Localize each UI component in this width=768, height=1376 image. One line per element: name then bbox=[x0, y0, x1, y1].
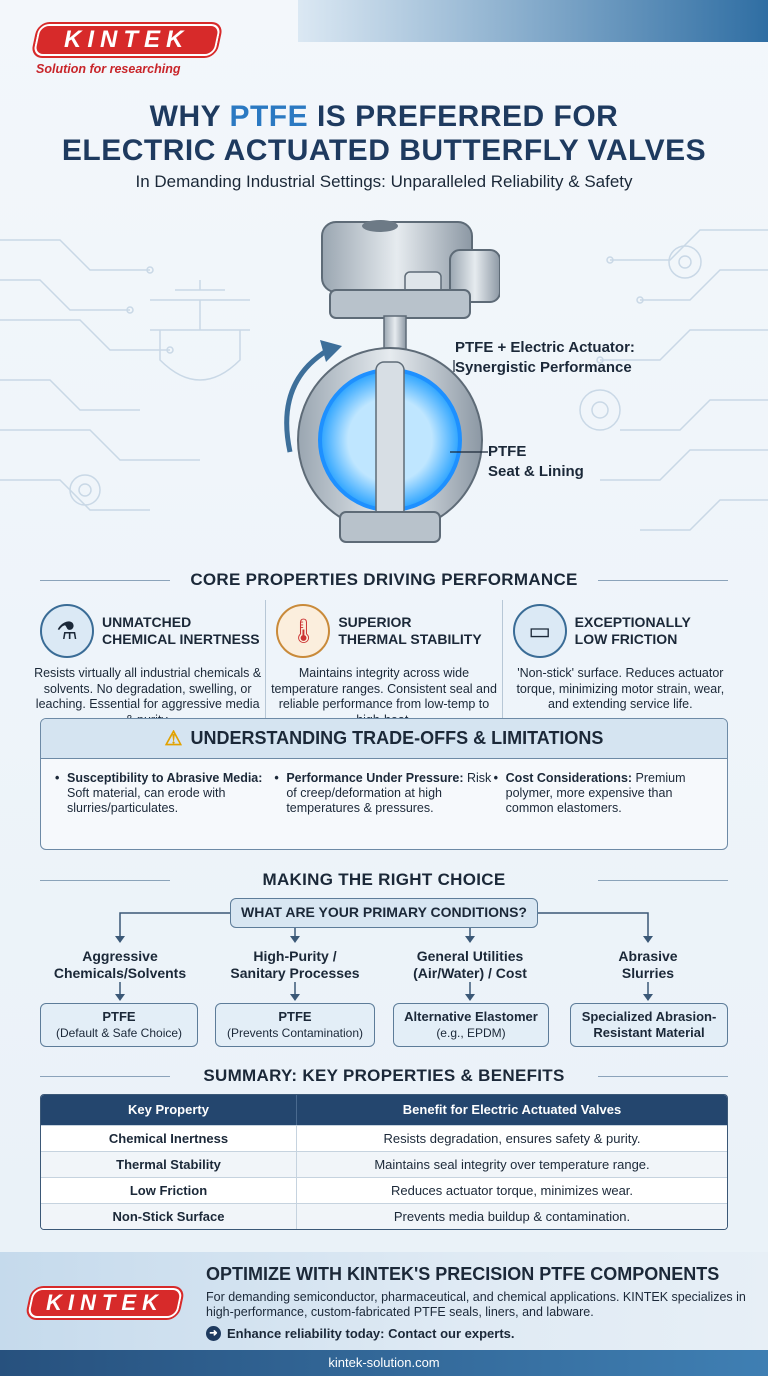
kintek-logo[interactable]: KINTEK Solution for researching bbox=[32, 24, 222, 76]
condition-high-purity: High-Purity /Sanitary Processes bbox=[230, 948, 360, 981]
table-cell: Non-Stick Surface bbox=[41, 1204, 297, 1229]
page-subtitle: In Demanding Industrial Settings: Unpara… bbox=[135, 172, 633, 191]
cta-text: For demanding semiconductor, pharmaceuti… bbox=[206, 1290, 746, 1319]
arrow-right-icon: ➜ bbox=[206, 1326, 221, 1341]
logo-tagline: Solution for researching bbox=[36, 62, 181, 76]
table-cell: Low Friction bbox=[41, 1178, 297, 1203]
circuit-background bbox=[0, 229, 768, 531]
table-cell: Prevents media buildup & contamination. bbox=[393, 1209, 631, 1224]
summary-heading: SUMMARY: KEY PROPERTIES & BENEFITS bbox=[40, 1066, 728, 1086]
logo-wordmark: KINTEK bbox=[46, 1290, 164, 1315]
condition-general-utilities: General Utilities(Air/Water) / Cost bbox=[413, 948, 527, 981]
tradeoffs-heading: ⚠UNDERSTANDING TRADE-OFFS & LIMITATIONS bbox=[41, 719, 727, 759]
warning-icon: ⚠ bbox=[164, 728, 183, 750]
result-ptfe-contamination: PTFE(Prevents Contamination) bbox=[215, 1003, 375, 1047]
summary-table: Key Property Benefit for Electric Actuat… bbox=[40, 1094, 728, 1230]
table-cell: Reduces actuator torque, minimizes wear. bbox=[390, 1183, 634, 1198]
cta-title: OPTIMIZE WITH KINTEK'S PRECISION PTFE CO… bbox=[206, 1264, 720, 1284]
cta-section: KINTEK OPTIMIZE WITH KINTEK'S PRECISION … bbox=[0, 1252, 768, 1350]
column-header: Benefit for Electric Actuated Valves bbox=[402, 1102, 622, 1117]
logo-wordmark: KINTEK bbox=[64, 26, 190, 53]
result-alternative-elastomer: Alternative Elastomer(e.g., EPDM) bbox=[393, 1003, 549, 1047]
table-cell: Resists degradation, ensures safety & pu… bbox=[383, 1131, 641, 1146]
contact-experts-link[interactable]: ➜Enhance reliability today: Contact our … bbox=[206, 1326, 515, 1341]
table-cell: Thermal Stability bbox=[41, 1152, 297, 1177]
table-row: Chemical Inertness Resists degradation, … bbox=[41, 1125, 727, 1151]
cta-kintek-logo[interactable]: KINTEK bbox=[26, 1288, 184, 1318]
table-row: Low Friction Reduces actuator torque, mi… bbox=[41, 1177, 727, 1203]
decision-tree-connectors bbox=[115, 912, 653, 1001]
table-cell: Chemical Inertness bbox=[41, 1126, 297, 1151]
callout-lines bbox=[450, 360, 488, 453]
tradeoff-item: Cost Considerations: Premium polymer, mo… bbox=[494, 771, 713, 816]
title-highlight: PTFE bbox=[229, 100, 309, 133]
tradeoffs-panel: ⚠UNDERSTANDING TRADE-OFFS & LIMITATIONS … bbox=[40, 718, 728, 850]
footer-url[interactable]: kintek-solution.com bbox=[0, 1350, 768, 1376]
property-description: 'Non-stick' surface. Reduces actuator to… bbox=[516, 666, 725, 711]
result-abrasion-resistant: Specialized Abrasion-Resistant Material bbox=[570, 1003, 728, 1047]
callout-actuator: PTFE + Electric Actuator:Synergistic Per… bbox=[455, 339, 635, 376]
table-cell: Maintains seal integrity over temperatur… bbox=[374, 1157, 650, 1172]
thermometer-icon: 🌡 bbox=[276, 604, 331, 658]
table-row: Non-Stick Surface Prevents media buildup… bbox=[41, 1203, 727, 1229]
choice-heading: MAKING THE RIGHT CHOICE bbox=[40, 870, 728, 890]
butterfly-valve-illustration: ⚡ bbox=[284, 220, 500, 543]
table-header-row: Key Property Benefit for Electric Actuat… bbox=[41, 1095, 727, 1125]
page-title: WHY PTFE IS PREFERRED FOR ELECTRIC ACTUA… bbox=[61, 100, 707, 167]
table-row: Thermal Stability Maintains seal integri… bbox=[41, 1151, 727, 1177]
tradeoff-item: Performance Under Pressure: Risk of cree… bbox=[274, 771, 493, 816]
primary-conditions-question: WHAT ARE YOUR PRIMARY CONDITIONS? bbox=[230, 898, 538, 928]
result-ptfe-default: PTFE(Default & Safe Choice) bbox=[40, 1003, 198, 1047]
friction-block-icon: ▭ bbox=[512, 604, 567, 658]
core-properties-heading: CORE PROPERTIES DRIVING PERFORMANCE bbox=[40, 570, 728, 590]
top-band bbox=[298, 0, 768, 42]
column-header: Key Property bbox=[41, 1095, 297, 1125]
flask-gear-icon: ⚗ bbox=[40, 604, 94, 658]
tradeoff-item: Susceptibility to Abrasive Media: Soft m… bbox=[55, 771, 274, 816]
